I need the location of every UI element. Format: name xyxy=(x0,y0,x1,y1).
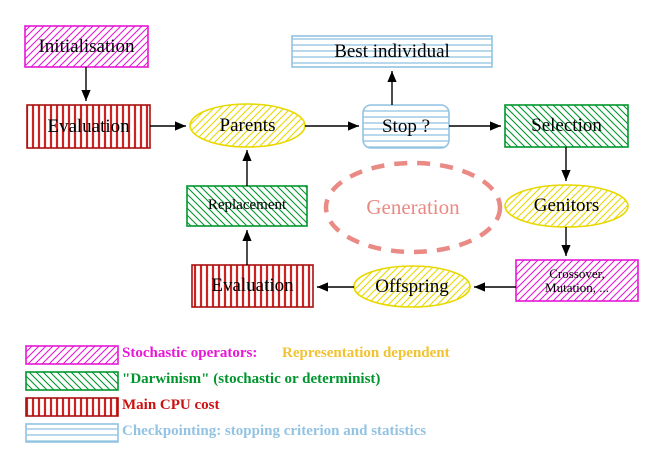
edges-layer xyxy=(81,67,571,292)
arrowhead-genitors-to-crossover xyxy=(561,245,571,256)
legend-swatch-layer xyxy=(25,345,119,443)
arrowhead-replacement-to-parents xyxy=(242,150,252,161)
node-genitors xyxy=(504,184,629,228)
arrowhead-selection-to-genitors xyxy=(561,170,571,181)
arrowhead-eval-to-parents xyxy=(175,121,186,131)
node-replacement xyxy=(186,185,308,227)
legend-label-stochastic-extra: Representation dependent xyxy=(282,345,450,361)
arrowhead-offspring-to-eval xyxy=(317,282,328,292)
arrowhead-stop-to-selection xyxy=(490,121,501,131)
legend-swatch-checkpoint xyxy=(25,423,119,443)
node-stop xyxy=(362,104,450,149)
arrowhead-init-to-eval xyxy=(81,90,91,101)
legend-label-stochastic: Stochastic operators: xyxy=(122,345,258,361)
node-parents xyxy=(189,103,306,148)
legend-swatch-cpu xyxy=(25,397,119,417)
node-crossover_mutation xyxy=(515,259,639,302)
node-evaluation_top xyxy=(26,104,151,149)
shapes-layer xyxy=(24,25,639,308)
legend-swatch-stochastic xyxy=(25,345,119,365)
legend-swatch-darwinism xyxy=(25,371,119,391)
node-selection xyxy=(504,104,629,148)
arrowhead-parents-to-stop xyxy=(348,121,359,131)
node-generation xyxy=(323,160,503,255)
arrowhead-stop-to-best xyxy=(387,71,397,82)
arrowhead-crossover-to-offspring xyxy=(474,282,485,292)
node-best_individual xyxy=(291,35,493,68)
arrowhead-eval-to-replacement xyxy=(242,230,252,241)
legend-label-checkpoint: Checkpointing: stopping criterion and st… xyxy=(122,423,427,439)
node-offspring xyxy=(353,265,471,308)
node-evaluation_bottom xyxy=(191,264,314,308)
legend-label-darwinism: "Darwinism" (stochastic or determinist) xyxy=(122,371,381,387)
legend-label-cpu: Main CPU cost xyxy=(122,397,220,413)
node-initialisation xyxy=(24,25,149,68)
